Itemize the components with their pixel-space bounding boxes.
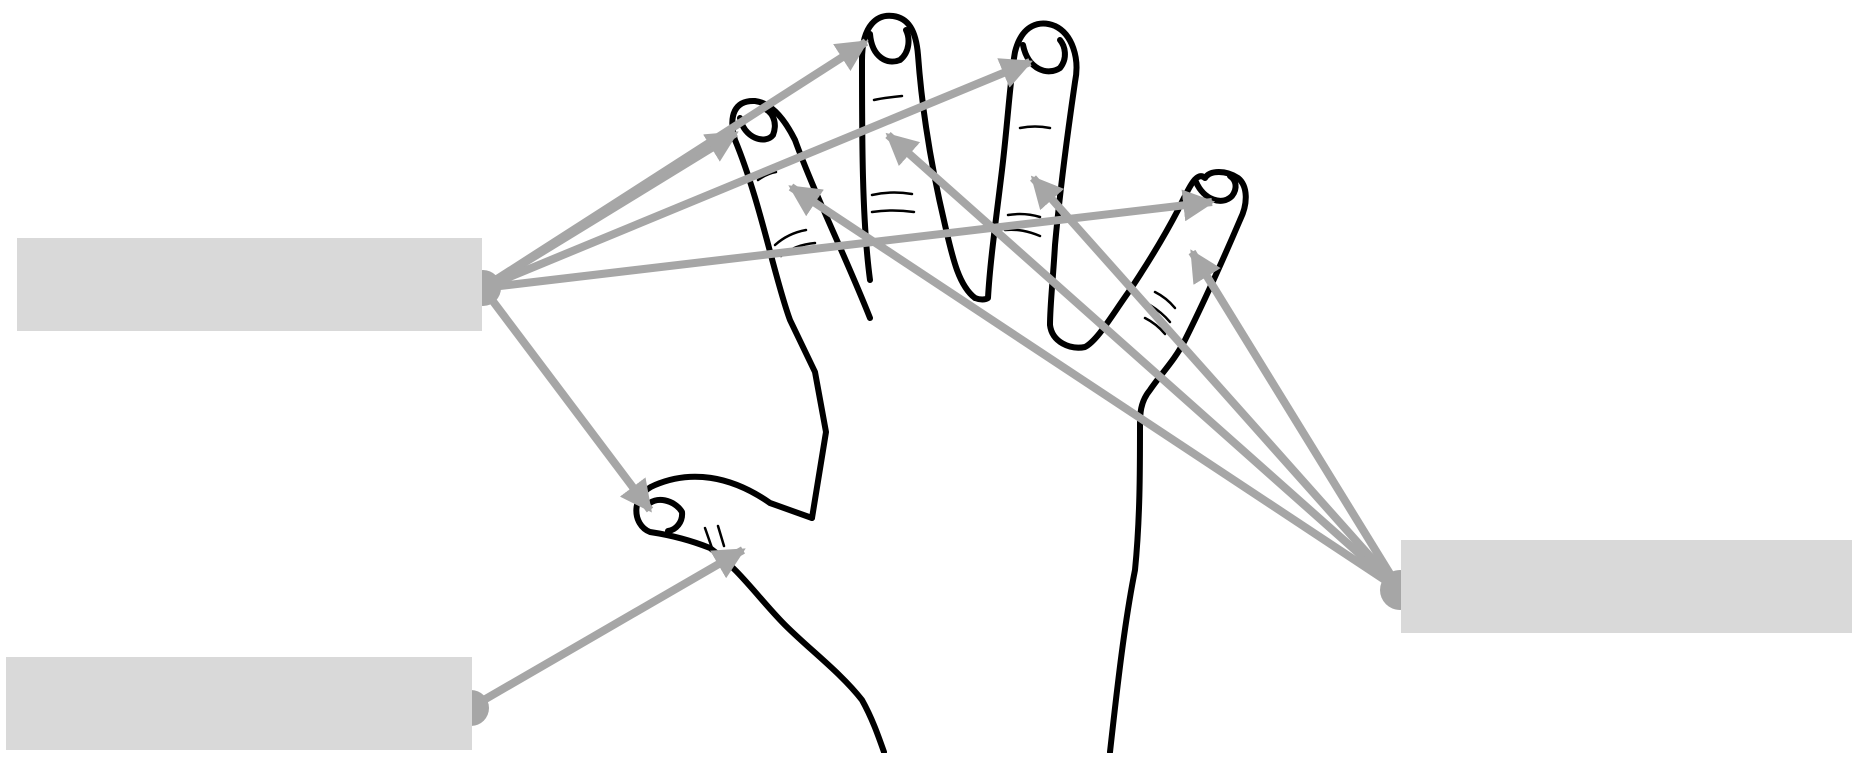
ring-nail [1023, 40, 1065, 71]
thumb-crease [718, 526, 724, 546]
pinky-nail [1196, 176, 1236, 201]
ring-crease [1005, 230, 1040, 236]
leader-lines [470, 42, 1400, 708]
index-crease [775, 230, 806, 245]
middle-crease [872, 193, 912, 195]
ring-crease [1020, 127, 1050, 129]
index-finger-outline [732, 101, 870, 518]
leader-arrow [483, 288, 650, 510]
thumb-outline [636, 477, 884, 752]
pinky-crease [1155, 292, 1175, 308]
label-box-lower-left [6, 657, 472, 750]
leader-arrow [1192, 252, 1400, 590]
leader-arrow [470, 550, 743, 708]
label-box-right [1401, 540, 1852, 633]
ring-crease [1008, 214, 1040, 217]
middle-nail [870, 30, 908, 62]
pinky-finger-outline [1110, 172, 1246, 752]
middle-crease [872, 211, 914, 213]
leader-arrow [888, 135, 1400, 590]
thumb-nail [647, 500, 682, 531]
middle-crease [874, 96, 902, 100]
label-box-upper-left [17, 238, 482, 331]
